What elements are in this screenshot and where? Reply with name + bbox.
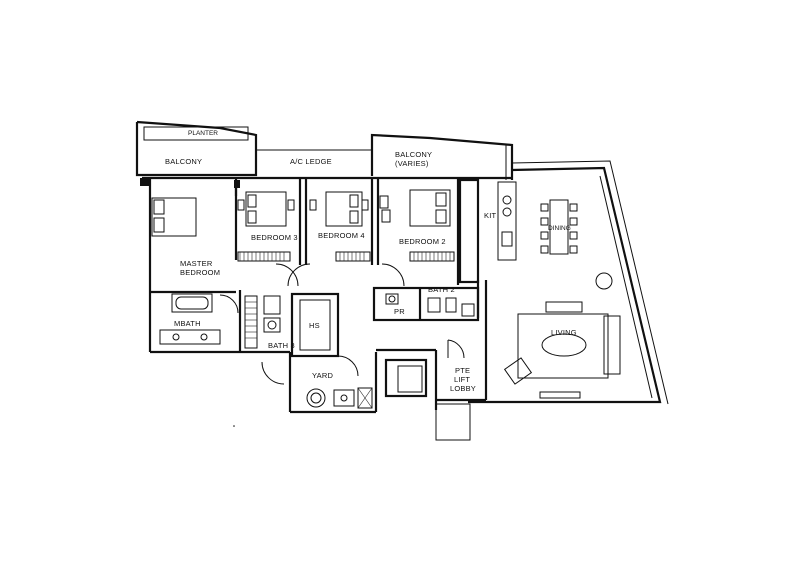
yard-label: YARD (312, 371, 333, 380)
hs-room: HS (290, 292, 340, 358)
bedroom-4: BEDROOM 4 (287, 178, 374, 287)
master-bedroom: MASTER BEDROOM (150, 180, 240, 294)
bath-2: BATH 2 PR (372, 285, 480, 322)
planter-label: PLANTER (188, 130, 218, 137)
bedroom2-label: BEDROOM 2 (399, 237, 446, 246)
balcony-left-label: BALCONY (165, 157, 202, 166)
living-label: LIVING (551, 328, 577, 337)
master-label-2: BEDROOM (180, 268, 220, 277)
outer-walls (140, 160, 669, 414)
bedroom4-label: BEDROOM 4 (318, 231, 365, 240)
balcony-left: PLANTER BALCONY (135, 120, 258, 177)
dining: DINING (540, 199, 613, 290)
hs-label: HS (309, 321, 320, 330)
living: LIVING (503, 301, 621, 399)
wardrobe (244, 295, 258, 349)
pr-label: PR (394, 307, 405, 316)
dining-label: DINING (548, 225, 571, 232)
balcony-right-label: BALCONY (395, 150, 432, 159)
pte-label-2: LIFT (454, 375, 470, 384)
pte-label-3: LOBBY (450, 384, 476, 393)
ac-ledge: A/C LEDGE (256, 149, 372, 166)
pte-lift-lobby: PTE LIFT LOBBY (384, 339, 476, 441)
bedroom3-label: BEDROOM 3 (251, 233, 298, 242)
pte-label-1: PTE (455, 366, 470, 375)
ac-ledge-label: A/C LEDGE (290, 157, 332, 166)
bedroom-3: BEDROOM 3 (234, 178, 302, 287)
balcony-right: BALCONY (VARIES) (370, 133, 514, 180)
master-label-1: MASTER (180, 259, 213, 268)
balcony-right-varies: (VARIES) (395, 159, 429, 168)
bath3-label: BATH 3 (268, 341, 295, 350)
bedroom-2: BEDROOM 2 (376, 178, 460, 287)
kit-label: KIT (484, 211, 496, 220)
yard: YARD (306, 355, 373, 409)
bath2-label: BATH 2 (428, 285, 455, 294)
mbath-label: MBATH (174, 319, 201, 328)
master-bath: MBATH (159, 293, 239, 345)
bath-3: BATH 3 (261, 295, 295, 385)
